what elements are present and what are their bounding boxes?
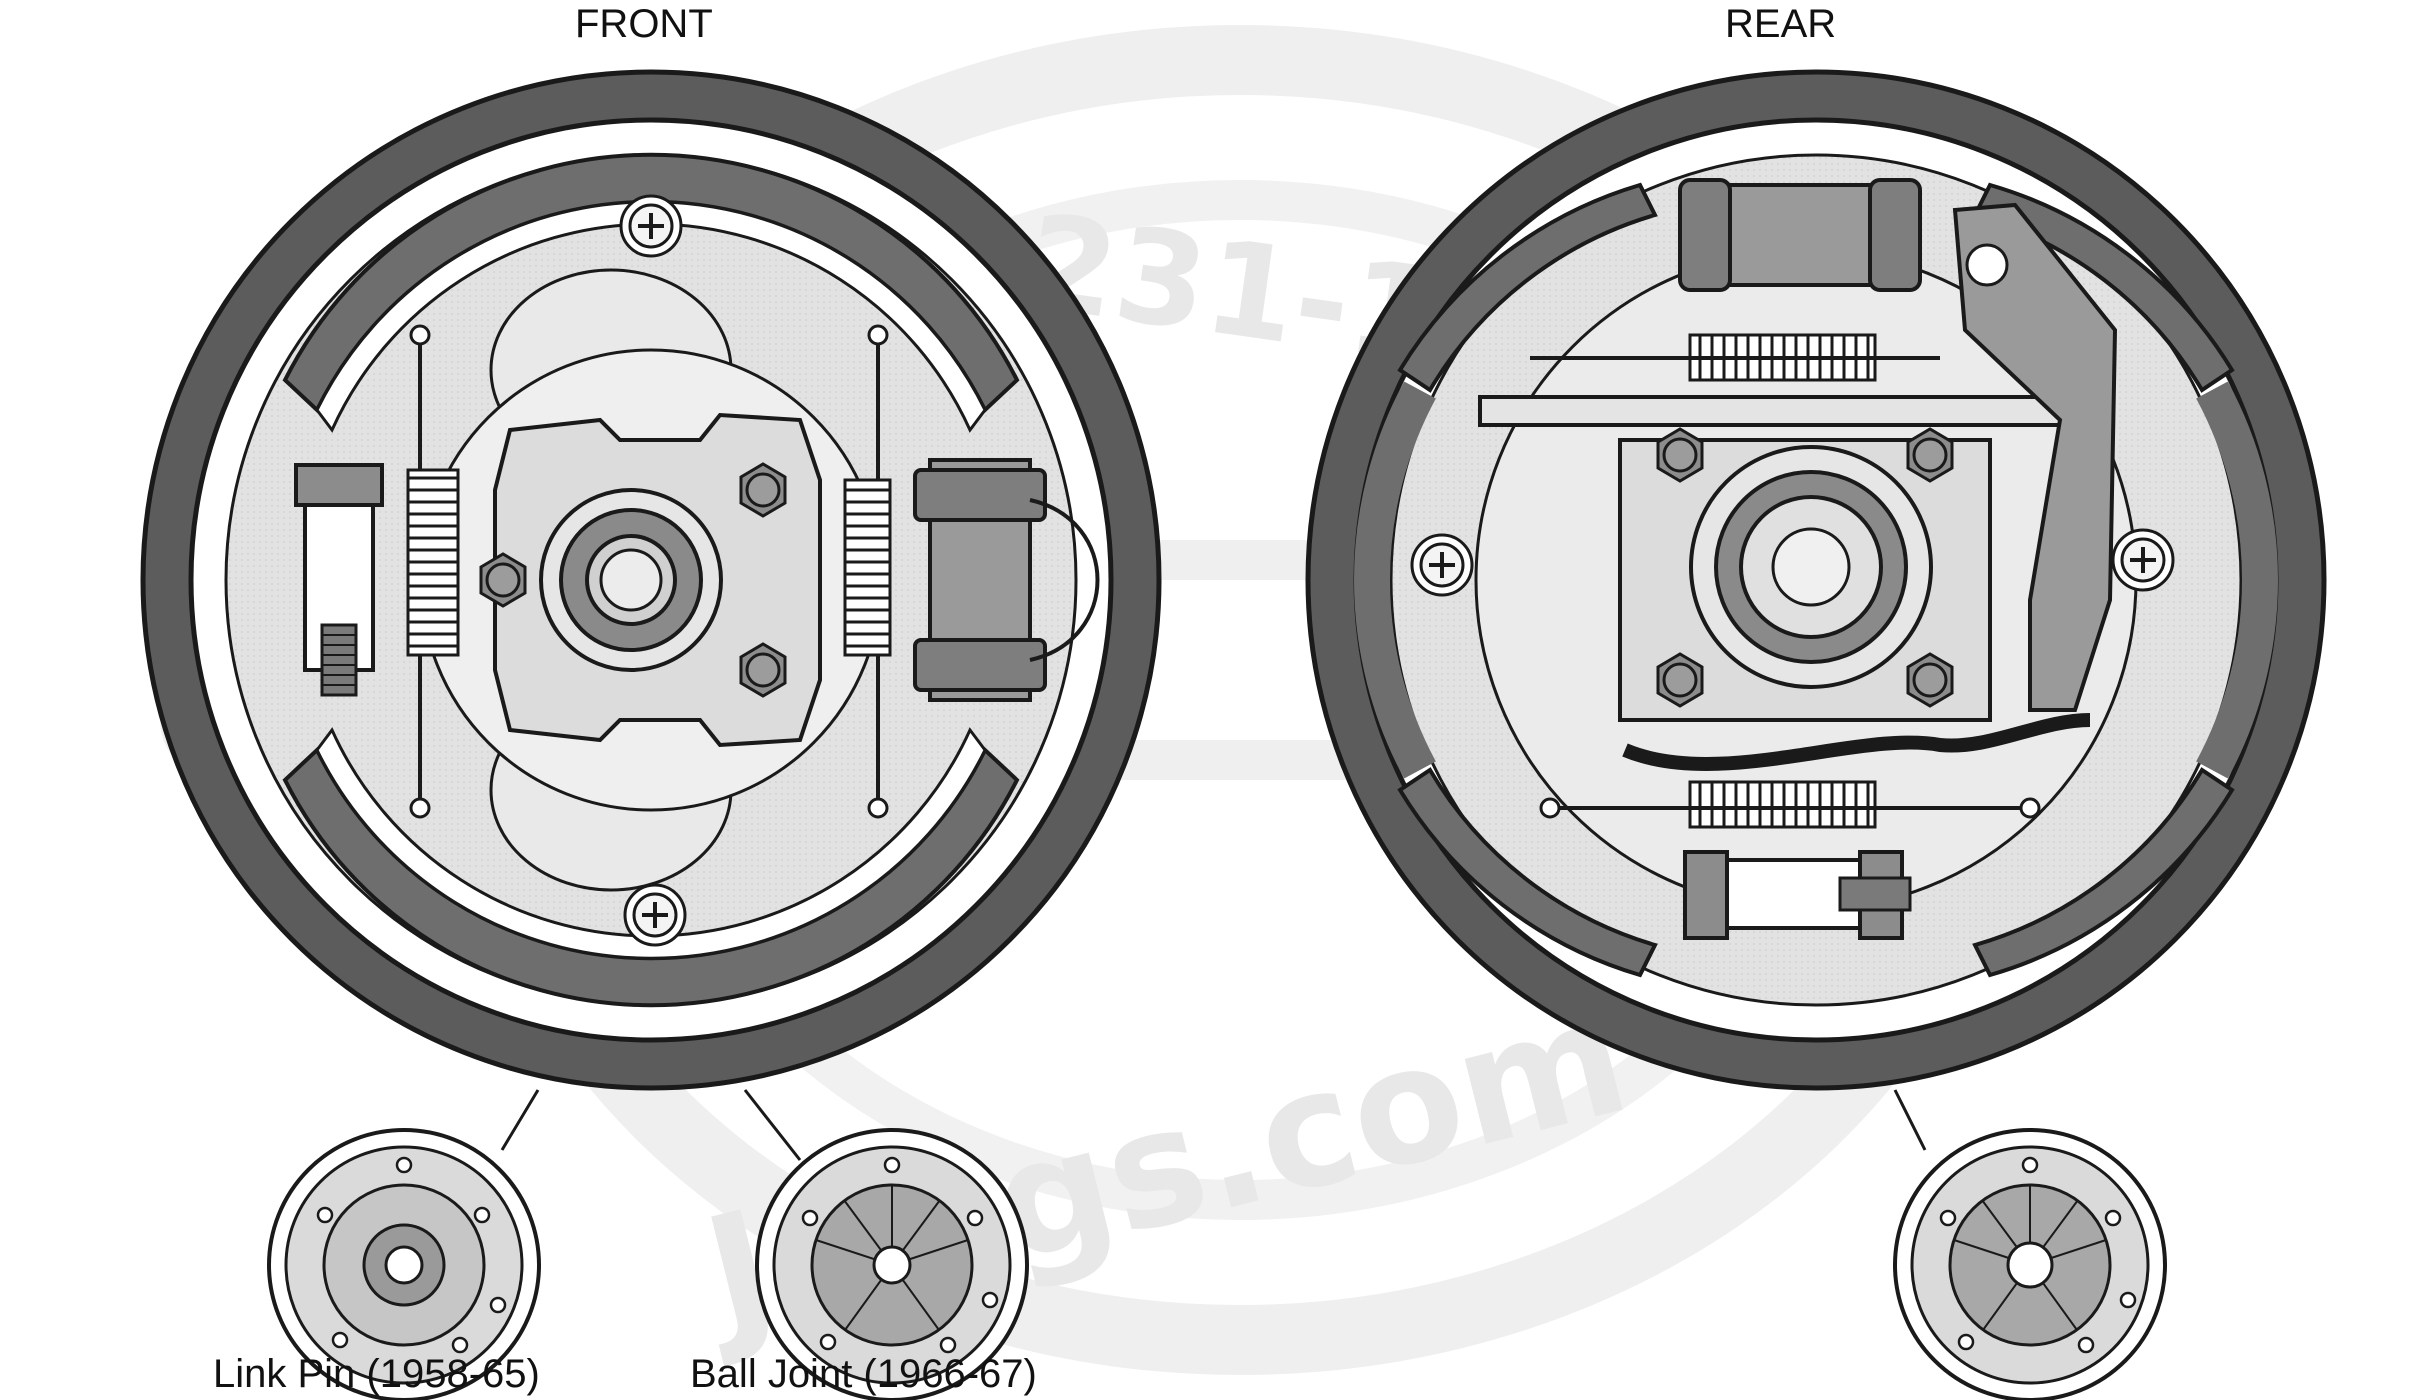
screw-icon — [2111, 528, 2175, 592]
ball-joint-caption: Ball Joint (1966-67) — [690, 1352, 1037, 1396]
hub-inset-link-pin — [267, 1089, 541, 1400]
front-brake-assembly — [140, 69, 1162, 1091]
screw-icon — [623, 883, 687, 947]
rear-label: REAR — [1725, 2, 1837, 46]
screw-icon — [619, 194, 683, 258]
hub-inset-ball-joint — [743, 1089, 1029, 1400]
front-label: FRONT — [575, 2, 713, 46]
link-pin-caption: Link Pin (1958-65) — [213, 1352, 540, 1396]
screw-icon — [1410, 533, 1474, 597]
rear-brake-assembly — [1305, 69, 2327, 1091]
hub-inset-rear — [1893, 1089, 2167, 1400]
